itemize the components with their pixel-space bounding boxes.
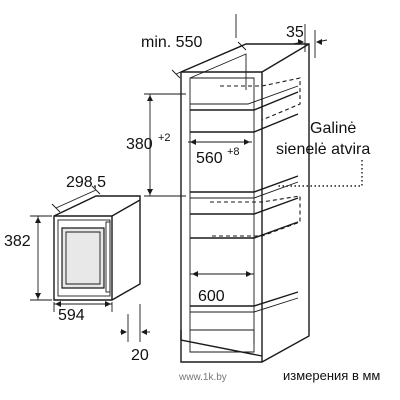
dim-niche-height-tol: +2 xyxy=(158,132,171,144)
dim-appliance-depth: 298,5 xyxy=(51,174,106,213)
dim-niche-height: 380 +2 xyxy=(126,93,186,197)
dim-niche-width: 560 +8 xyxy=(188,139,252,167)
rear-wall-note-line2: sienelė atvira xyxy=(276,141,370,158)
dim-front-offset-label: 35 xyxy=(286,24,304,41)
dim-appliance-depth-label: 298,5 xyxy=(66,174,106,191)
dim-cabinet-inner: 600 xyxy=(190,271,254,305)
dim-appliance-width: 594 xyxy=(53,301,113,324)
dim-min-depth: min. 550 xyxy=(141,14,247,79)
dim-appliance-height-label: 382 xyxy=(4,233,31,250)
dim-niche-height-label: 380 xyxy=(126,136,153,153)
dim-appliance-height: 382 xyxy=(4,215,52,301)
rear-wall-note-line1: Galinė xyxy=(310,120,356,137)
dim-niche-width-label: 560 xyxy=(196,150,223,167)
watermark: www.1k.by xyxy=(178,372,227,383)
dim-cabinet-inner-label: 600 xyxy=(198,288,225,305)
rear-wall-note: Galinė sienelė atvira xyxy=(276,120,370,187)
dim-appliance-front-label: 20 xyxy=(131,347,149,364)
dim-niche-width-tol: +8 xyxy=(227,146,240,158)
dim-appliance-front: 20 xyxy=(120,304,150,364)
dim-front-offset: 35 xyxy=(286,24,328,58)
dim-appliance-width-label: 594 xyxy=(58,307,85,324)
appliance xyxy=(53,195,141,301)
units-footer: измерения в мм xyxy=(283,368,380,383)
cabinet xyxy=(180,43,310,363)
dim-min-depth-label: min. 550 xyxy=(141,34,202,51)
